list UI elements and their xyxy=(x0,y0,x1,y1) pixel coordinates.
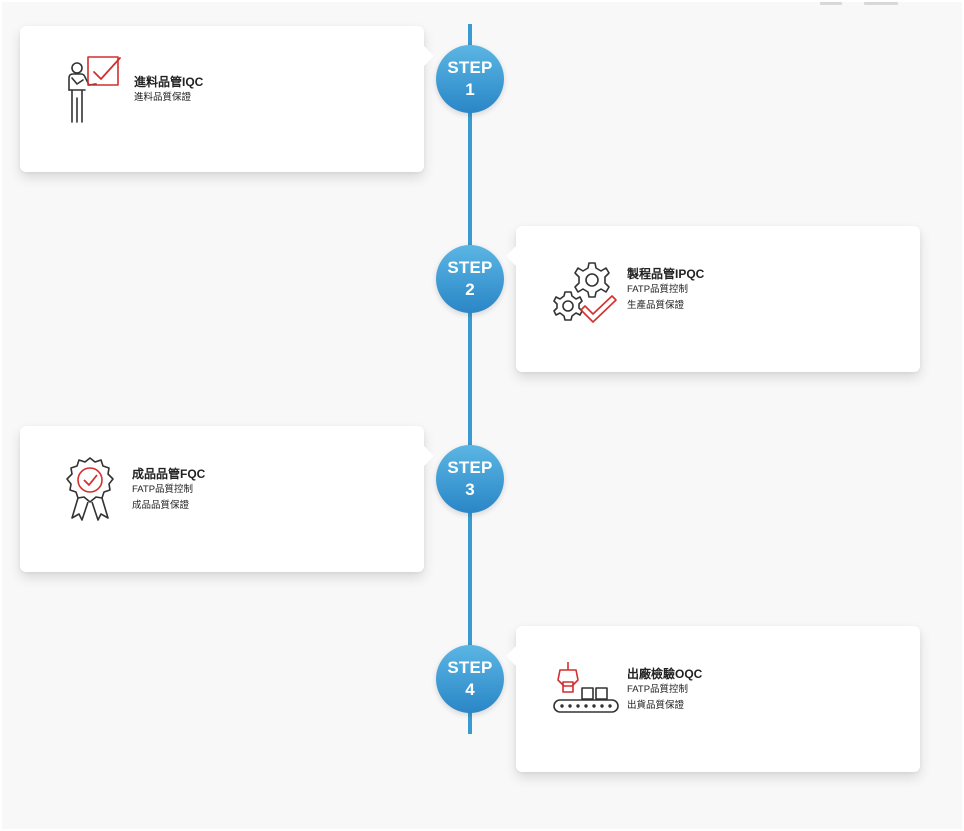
card-subtitle: FATP品質控制 xyxy=(132,484,194,495)
conveyor-robot-icon xyxy=(552,660,620,727)
timeline-line xyxy=(468,24,472,734)
card-subtitle: 進料品質保證 xyxy=(134,92,192,103)
step-2-card: 製程品管IPQC FATP品質控制 生產品質保證 xyxy=(506,226,920,372)
card-text: 成品品管FQC FATP品質控制 成品品質保證 xyxy=(132,466,205,514)
step-4-badge: STEP 4 xyxy=(436,645,504,713)
certified-badge-icon xyxy=(64,456,116,529)
card-title: 成品品管FQC xyxy=(132,467,206,481)
step-number: 4 xyxy=(465,680,475,699)
step-number: 3 xyxy=(465,480,475,499)
card-subtitle: 成品品質保證 xyxy=(132,500,190,511)
step-2-badge: STEP 2 xyxy=(436,245,504,313)
card-subtitle: 出貨品質保證 xyxy=(627,700,685,711)
card-subtitle: FATP品質控制 xyxy=(627,684,689,695)
card-title: 進料品管IQC xyxy=(134,75,204,89)
step-4-card: 出廠檢驗OQC FATP品質控制 出貨品質保證 xyxy=(506,626,920,772)
step-1-badge: STEP 1 xyxy=(436,45,504,113)
step-label: STEP xyxy=(447,458,493,477)
top-nav-fragment xyxy=(820,2,842,5)
card-text: 進料品管IQC 進料品質保證 xyxy=(134,74,203,106)
step-label: STEP xyxy=(447,658,493,677)
step-label: STEP xyxy=(447,58,493,77)
card-subtitle: 生產品質保證 xyxy=(627,300,685,311)
step-label: STEP xyxy=(447,258,493,277)
card-title: 出廠檢驗OQC xyxy=(627,667,703,681)
step-1-card: 進料品管IQC 進料品質保證 xyxy=(20,26,434,172)
card-title: 製程品管IPQC xyxy=(627,267,705,281)
card-subtitle: FATP品質控制 xyxy=(627,284,689,295)
step-number: 2 xyxy=(465,280,475,299)
gears-check-icon xyxy=(552,256,622,331)
inspector-checklist-icon xyxy=(64,56,126,129)
top-nav-fragment xyxy=(864,2,898,5)
step-3-badge: STEP 3 xyxy=(436,445,504,513)
card-text: 出廠檢驗OQC FATP品質控制 出貨品質保證 xyxy=(627,666,702,714)
card-text: 製程品管IPQC FATP品質控制 生產品質保證 xyxy=(627,266,704,314)
step-3-card: 成品品管FQC FATP品質控制 成品品質保證 xyxy=(20,426,434,572)
step-number: 1 xyxy=(465,80,475,99)
